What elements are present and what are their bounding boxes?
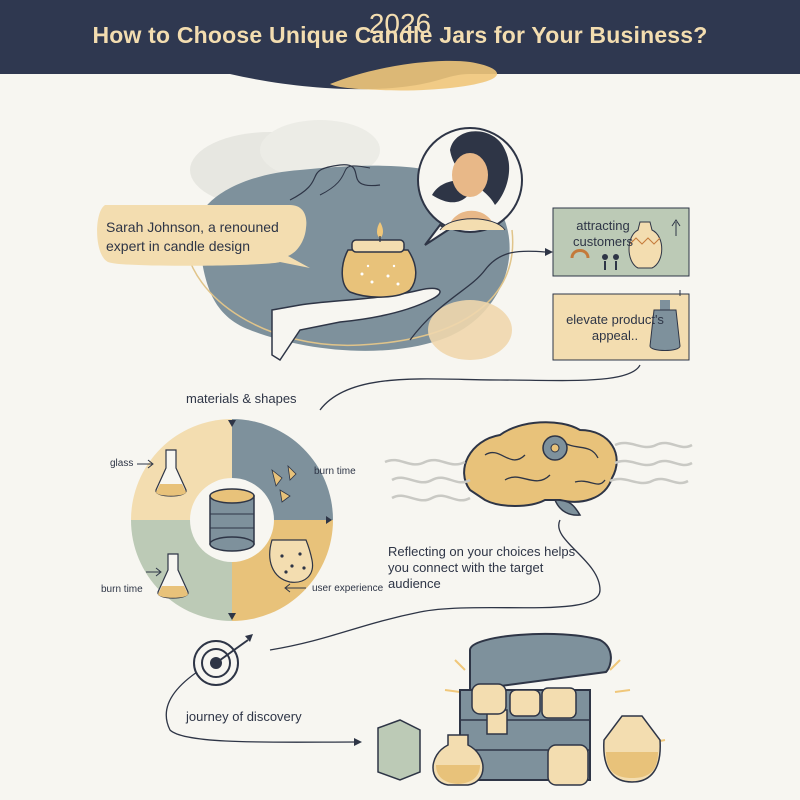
card-attracting-customers-text: attracting customers (573, 218, 633, 249)
flow-line-cards-wheel (319, 364, 641, 411)
wave-lines-right (609, 441, 693, 485)
expert-avatar (417, 127, 523, 246)
brain-illustration (463, 421, 618, 516)
target-icon (193, 634, 253, 686)
flask-glass-icon (155, 449, 187, 497)
materials-wheel (131, 419, 333, 621)
reflection-text: Reflecting on your choices helps you con… (388, 544, 576, 591)
journey-label: journey of discovery (186, 709, 302, 724)
card-attracting-customers (552, 207, 690, 277)
wheel-label-burn-time-bottom: burn time (101, 584, 143, 595)
page-title: How to Choose Unique Candle Jars for You… (92, 22, 708, 48)
card-elevate-appeal-text: elevate product's appeal.. (566, 312, 664, 343)
speech-bubble (97, 205, 310, 268)
decorated-jar-icon (269, 539, 314, 583)
wheel-label-burn-time-top: burn time (314, 466, 356, 477)
wave-lines-left (384, 458, 471, 502)
wheel-label-glass: glass (110, 458, 134, 469)
flow-arrow-expert (409, 250, 546, 341)
header-year: 2026 (368, 8, 432, 39)
candle-jar-illustration (271, 222, 441, 362)
flow-line-journey (165, 669, 357, 743)
flow-line-brain-target (269, 519, 601, 651)
expert-bubble-text: Sarah Johnson, a renouned expert in cand… (106, 219, 279, 254)
jar-collection (377, 715, 661, 786)
wheel-label-user-experience: user experience (312, 583, 384, 594)
wheel-title: materials & shapes (186, 391, 297, 406)
header-banner (0, 0, 800, 91)
card-elevate-appeal (552, 290, 690, 361)
flask-burn-icon (157, 553, 189, 599)
